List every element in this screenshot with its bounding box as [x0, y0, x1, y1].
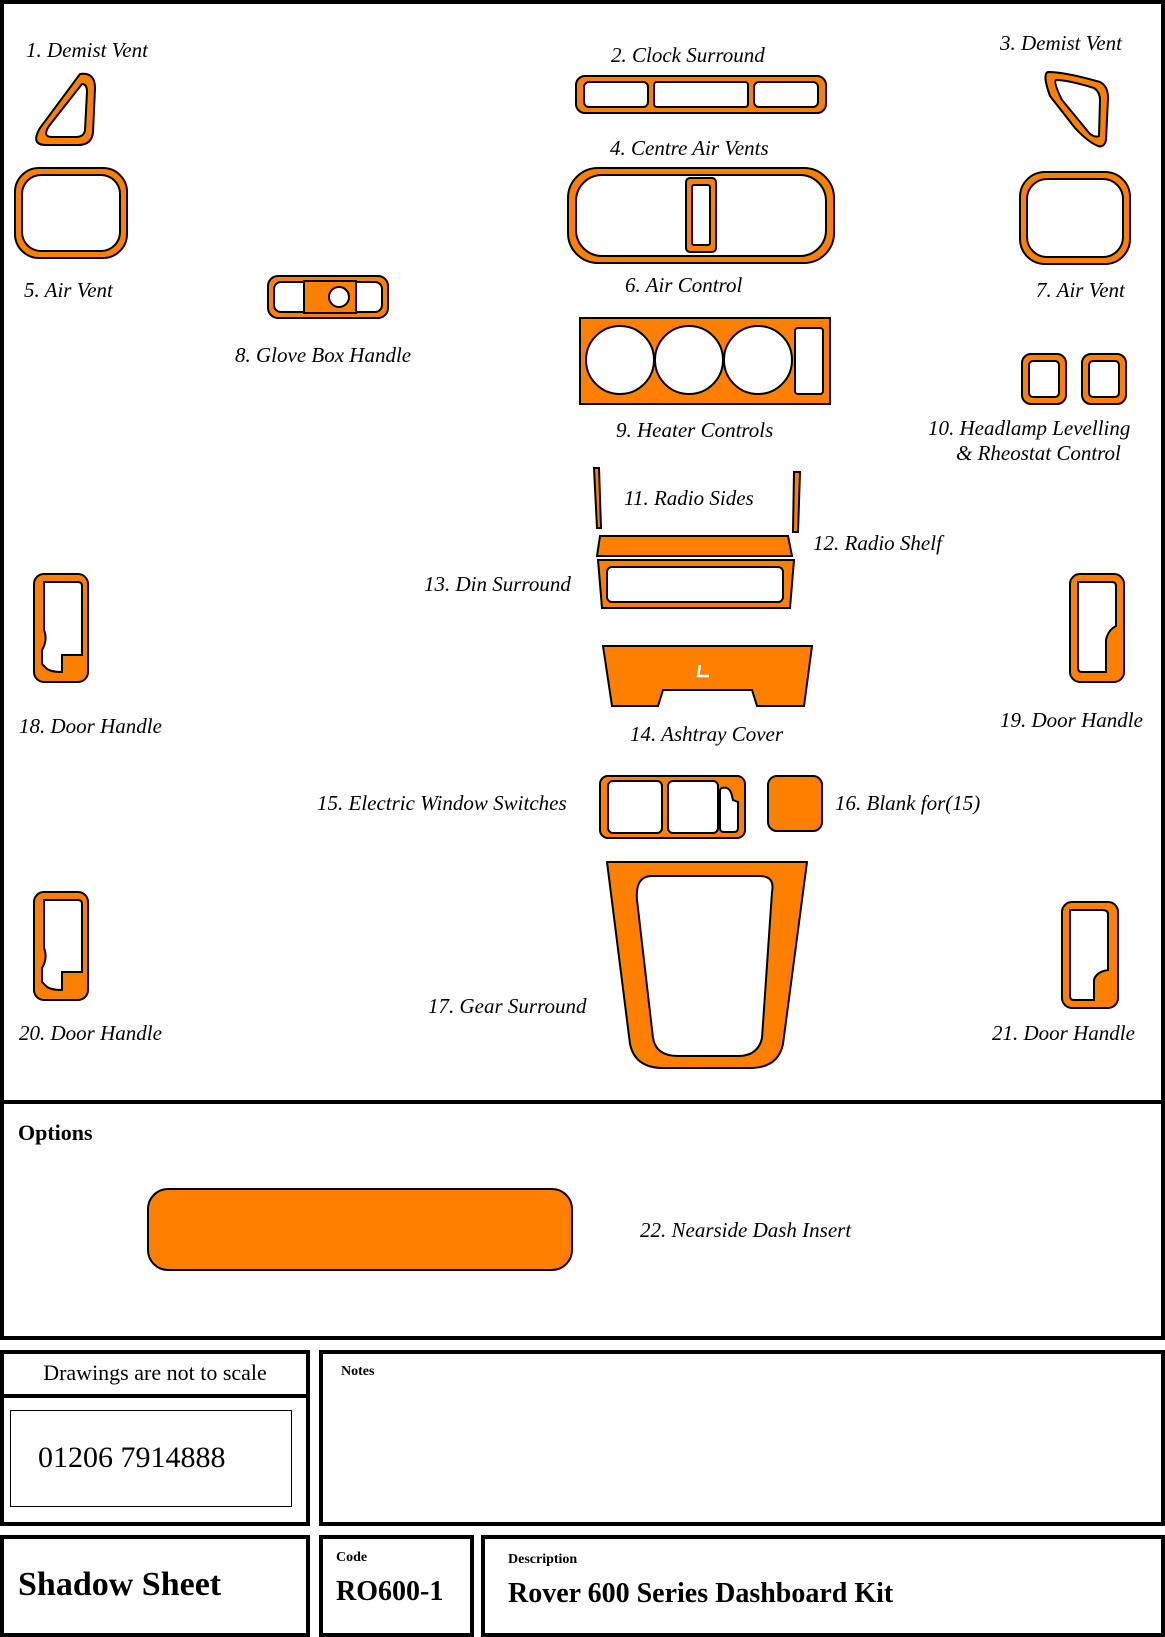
- part-label-10-line2: & Rheostat Control: [956, 441, 1121, 465]
- part-label-4: 4. Centre Air Vents: [610, 136, 769, 160]
- clock-surround-shape: [575, 75, 827, 114]
- door-handle-20-shape: [33, 891, 89, 1001]
- part-label-16: 16. Blank for(15): [835, 791, 981, 815]
- part-label-11: 11. Radio Sides: [624, 486, 754, 510]
- radio-sides-shape: [592, 467, 802, 533]
- code-value: RO600-1: [336, 1576, 444, 1607]
- part-label-2: 2. Clock Surround: [611, 43, 765, 67]
- code-box: [319, 1535, 474, 1637]
- part-label-17: 17. Gear Surround: [428, 994, 587, 1018]
- air-vent-right-shape: [1019, 171, 1131, 265]
- glove-box-handle-shape: [267, 275, 389, 319]
- options-heading: Options: [18, 1120, 93, 1145]
- sheet-type-box: [0, 1535, 310, 1637]
- din-surround-shape: [596, 559, 796, 609]
- air-vent-left-shape: [14, 167, 128, 259]
- part-label-3: 3. Demist Vent: [1000, 31, 1122, 55]
- part-label-14: 14. Ashtray Cover: [630, 722, 784, 746]
- scale-note: Drawings are not to scale: [43, 1360, 267, 1385]
- electric-window-switches-shape: [599, 775, 746, 839]
- radio-shelf-shape: [595, 535, 794, 557]
- description-box: [481, 1535, 1165, 1637]
- ashtray-cover-shape: [601, 645, 814, 707]
- part-label-19: 19. Door Handle: [1000, 708, 1143, 732]
- part-label-10: 10. Headlamp Levelling: [928, 416, 1131, 440]
- gear-surround-shape: [605, 861, 809, 1069]
- part-label-7: 7. Air Vent: [1036, 278, 1125, 302]
- part-label-1: 1. Demist Vent: [26, 38, 148, 62]
- notes-box: [319, 1350, 1165, 1526]
- part-label-6: 6. Air Control: [625, 273, 743, 297]
- centre-air-vents-shape: [567, 167, 835, 264]
- option-label-22: 22. Nearside Dash Insert: [640, 1218, 852, 1242]
- sheet-type: Shadow Sheet: [18, 1566, 222, 1603]
- heater-controls-shape: [579, 317, 831, 405]
- blank-for-15-shape: [767, 775, 823, 832]
- phone-number: 01206 7914888: [38, 1441, 226, 1474]
- door-handle-19-shape: [1069, 573, 1125, 683]
- part-label-13: 13. Din Surround: [424, 572, 571, 596]
- nearside-dash-insert-shape: [147, 1188, 573, 1271]
- part-label-9: 9. Heater Controls: [616, 418, 774, 442]
- demist-vent-left-shape: [35, 72, 97, 146]
- part-label-18: 18. Door Handle: [19, 714, 162, 738]
- door-handle-18-shape: [33, 573, 89, 683]
- part-label-5: 5. Air Vent: [24, 278, 113, 302]
- part-label-15: 15. Electric Window Switches: [317, 791, 567, 815]
- notes-label: Notes: [341, 1364, 375, 1379]
- part-label-8: 8. Glove Box Handle: [235, 343, 412, 367]
- phone-outer-box: [0, 1394, 310, 1526]
- door-handle-21-shape: [1061, 901, 1119, 1009]
- code-label: Code: [336, 1550, 368, 1565]
- part-label-20: 20. Door Handle: [19, 1021, 162, 1045]
- phone-box: [10, 1410, 292, 1507]
- demist-vent-right-shape: [1044, 70, 1110, 148]
- part-label-12: 12. Radio Shelf: [813, 531, 942, 555]
- headlamp-levelling-shape: [1021, 353, 1127, 405]
- description-value: Rover 600 Series Dashboard Kit: [508, 1578, 894, 1609]
- description-label: Description: [508, 1552, 578, 1567]
- part-label-21: 21. Door Handle: [992, 1021, 1135, 1045]
- parts-drawing: [14, 70, 1131, 1271]
